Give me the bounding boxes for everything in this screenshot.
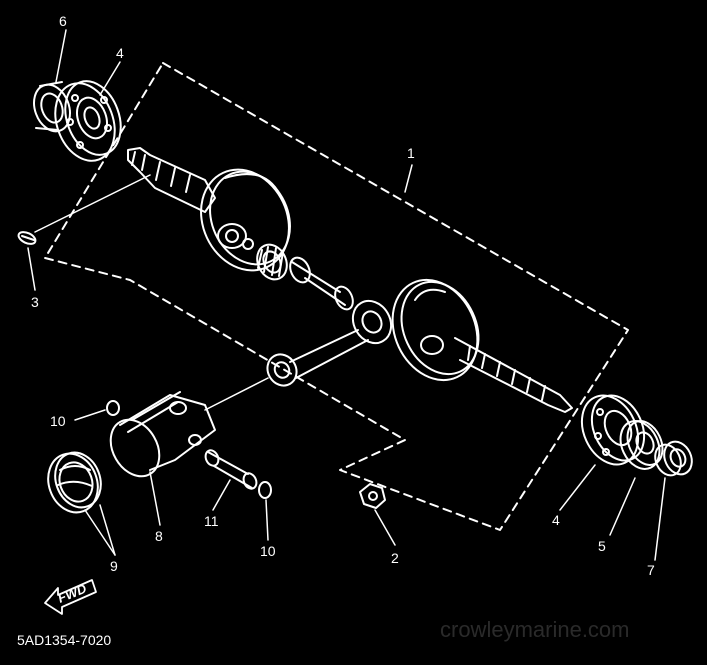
assembly-boundary-dashed [44, 62, 629, 531]
callout-9: 9 [110, 558, 118, 574]
crank-pin [289, 256, 354, 311]
callout-6: 6 [59, 13, 67, 29]
key-part-3 [17, 231, 37, 245]
leader-line-10-top [74, 409, 106, 421]
leader-line-1 [404, 164, 413, 193]
leader-line-8 [149, 471, 161, 526]
oil-seal-part-7 [654, 440, 693, 477]
leader-line-5 [609, 477, 636, 536]
circlip-part-10-bottom [258, 481, 272, 499]
leader-line-7 [654, 477, 666, 561]
callout-5: 5 [598, 538, 606, 554]
callout-4-right: 4 [552, 512, 560, 528]
watermark: crowleymarine.com [440, 617, 630, 642]
callout-11: 11 [204, 513, 219, 529]
callout-8: 8 [155, 528, 163, 544]
leader-line-10-bottom [265, 499, 269, 541]
leader-line-9a [84, 509, 116, 556]
callout-10-top: 10 [50, 413, 66, 429]
leader-line-4-left [99, 61, 121, 96]
leader-line-4-right [559, 464, 596, 511]
collar-part-5 [619, 420, 664, 470]
piston-part-8 [109, 391, 216, 478]
piston-rings-part-9 [47, 451, 102, 514]
connecting-rod [266, 299, 393, 387]
callout-2: 2 [391, 550, 399, 566]
leader-line-9b [99, 504, 116, 556]
crankshaft-left-half [127, 147, 291, 272]
bearing-part-4-left [54, 80, 122, 162]
callout-4-left: 4 [116, 45, 124, 61]
crankshaft-right-half [391, 278, 573, 413]
key-leader-line [34, 174, 151, 233]
diagram-code: 5AD1354-7020 [17, 632, 111, 648]
piston-alignment-line [204, 377, 269, 411]
callout-3: 3 [31, 294, 39, 310]
fwd-arrow-icon [44, 579, 97, 615]
oil-seal-part-6 [33, 81, 71, 133]
leader-line-11 [212, 479, 231, 511]
leader-line-3 [27, 247, 36, 291]
leader-line-2 [374, 509, 396, 546]
needle-bearing [256, 243, 288, 281]
callout-1: 1 [407, 145, 415, 161]
circlip-part-10-top [106, 400, 120, 416]
callout-7: 7 [647, 562, 655, 578]
piston-pin-part-11 [204, 449, 258, 490]
leader-line-6 [55, 29, 67, 83]
callout-10-bottom: 10 [260, 543, 276, 559]
nut-part-2 [359, 483, 386, 509]
bearing-part-4-right [580, 394, 646, 466]
